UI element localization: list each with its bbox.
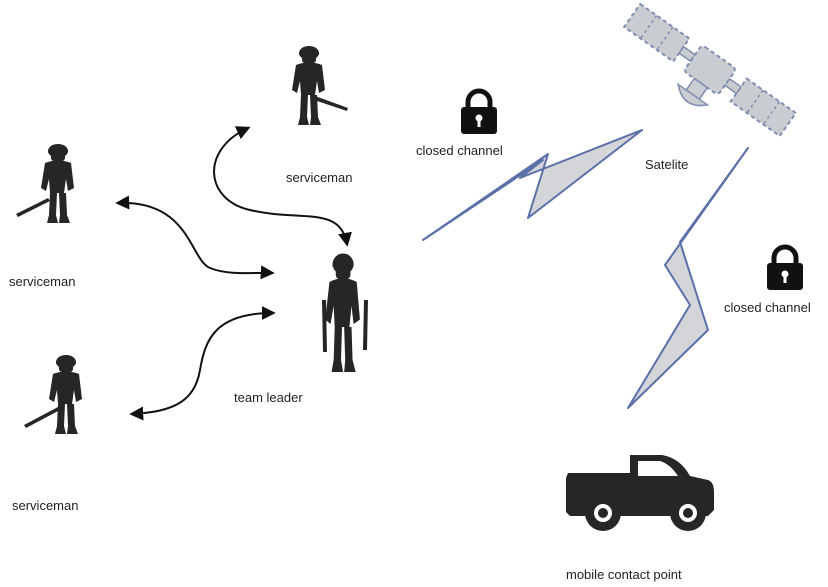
- mobile-contact-point-label: mobile contact point: [566, 567, 682, 582]
- team-leader-label: team leader: [234, 390, 303, 405]
- serviceman-left-rifle: [16, 198, 50, 217]
- serviceman-top-icon: [292, 46, 325, 125]
- pickup-truck-icon: [566, 455, 714, 531]
- arrow-team-leader-serviceman-left: [115, 195, 275, 280]
- serviceman-left-label: serviceman: [9, 274, 76, 289]
- link-satelite-truck: [627, 147, 749, 409]
- serviceman-bottom-rifle: [24, 407, 60, 428]
- satellite-icon: [622, 2, 798, 138]
- team-leader-icon: [325, 253, 360, 372]
- arrow-team-leader-serviceman-top: [213, 126, 352, 247]
- closed-channel-label: closed channel: [416, 143, 503, 158]
- lock-icon: [461, 88, 497, 134]
- team-leader-rifle-left: [322, 300, 327, 352]
- closed-channel-label: closed channel: [724, 300, 811, 315]
- serviceman-top-rifle: [314, 96, 348, 111]
- arrow-team-leader-serviceman-bottom: [129, 306, 276, 421]
- serviceman-bottom-icon: [49, 355, 82, 434]
- serviceman-left-icon: [41, 144, 74, 223]
- lock-icon: [767, 244, 803, 290]
- serviceman-bottom-label: serviceman: [12, 498, 79, 513]
- link-team-leader-satelite: [422, 129, 643, 241]
- satelite-label: Satelite: [645, 157, 689, 172]
- serviceman-top-label: serviceman: [286, 170, 353, 185]
- team-leader-rifle-right: [363, 300, 368, 350]
